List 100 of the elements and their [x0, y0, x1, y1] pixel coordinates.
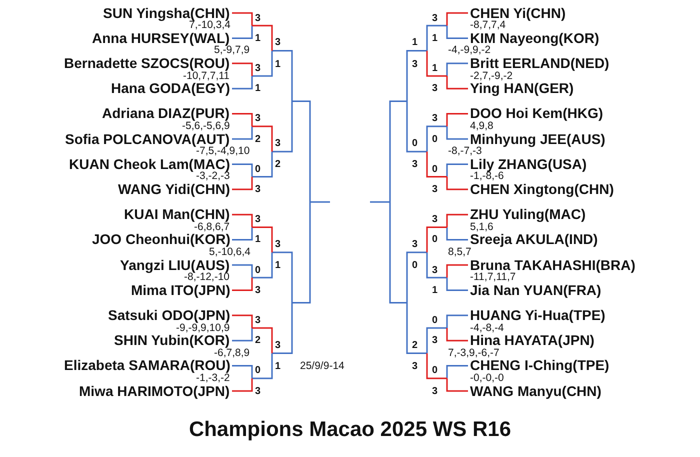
match-score: 3 [432, 264, 438, 276]
match-score: 3 [432, 113, 438, 124]
match-score: 3 [412, 159, 418, 170]
match-score: 0 [255, 264, 261, 276]
player-name: Bruna TAKAHASHI(BRA) [470, 258, 636, 272]
game-scores: 5,1,6 [470, 222, 494, 233]
game-scores: -4,-9,9,-2 [448, 45, 491, 56]
game-scores: -6,7,8,9 [214, 348, 250, 359]
player-name: SUN Yingsha(CHN) [103, 6, 230, 20]
player-name: WANG Manyu(CHN) [470, 384, 602, 398]
match-score: 0 [432, 234, 438, 246]
game-scores: -2,7,-9,-2 [470, 70, 513, 82]
player-name: WANG Yidi(CHN) [118, 182, 230, 197]
match-score: 3 [432, 83, 438, 94]
player-name: KUAN Cheok Lam(MAC) [69, 156, 230, 172]
match-score: 0 [432, 314, 438, 326]
game-scores: 5,-9,7,9 [214, 45, 250, 56]
game-scores: -5,6,-5,6,9 [182, 120, 230, 132]
match-score: 3 [432, 335, 438, 346]
player-name: KIM Nayeong(KOR) [470, 30, 600, 46]
match-score: 3 [275, 340, 281, 350]
match-score: 1 [255, 83, 261, 94]
title: Champions Macao 2025 WS R16 [188, 417, 512, 443]
player-name: Adriana DIAZ(PUR) [102, 106, 230, 122]
player-name: JOO Cheonhui(KOR) [92, 232, 230, 248]
game-scores: -4,-8,-4 [470, 322, 504, 334]
game-scores: 7,-10,3,4 [189, 20, 230, 32]
player-name: HUANG Yi-Hua(TPE) [470, 308, 606, 323]
player-name: Mima ITO(JPN) [131, 282, 230, 298]
game-scores: -8,7,7,4 [470, 20, 506, 32]
match-score: 1 [275, 58, 281, 70]
match-score: 3 [255, 314, 261, 326]
match-score: 0 [255, 164, 261, 175]
player-name: ZHU Yuling(MAC) [470, 207, 586, 222]
match-score: 1 [432, 32, 438, 44]
match-score: 2 [255, 335, 261, 346]
match-score: 3 [255, 113, 261, 124]
game-scores: 4,9,8 [470, 120, 494, 132]
player-name: Ying HAN(GER) [470, 81, 574, 96]
game-scores: 5,-10,6,4 [209, 246, 250, 258]
game-scores: -8,-7,-3 [448, 146, 482, 158]
player-name: Minhyung JEE(AUS) [470, 132, 606, 146]
player-name: Hana GODA(EGY) [111, 81, 230, 96]
game-scores: -8,-12,-10 [184, 272, 230, 284]
player-name: Satsuki ODO(JPN) [108, 308, 230, 323]
match-score: 1 [432, 284, 438, 296]
player-name: Sofia POLCANOVA(AUT) [65, 132, 230, 146]
match-score: 3 [255, 214, 261, 226]
match-score: 3 [255, 62, 261, 74]
game-scores: -3,-2,-3 [196, 171, 230, 182]
match-score: 0 [432, 164, 438, 175]
match-score: 0 [255, 365, 261, 376]
match-score: 3 [255, 284, 261, 296]
player-name: CHEN Xingtong(CHN) [470, 182, 614, 197]
game-scores: -1,-8,-6 [470, 171, 504, 182]
date-label: 25/9/9-14 [300, 360, 344, 372]
player-name: SHIN Yubin(KOR) [114, 333, 230, 348]
match-score: 3 [275, 138, 281, 149]
player-name: Miwa HARIMOTO(JPN) [79, 384, 230, 398]
player-name: Jia Nan YUAN(FRA) [470, 282, 602, 298]
match-score: 1 [275, 260, 281, 272]
match-score: 3 [255, 12, 261, 24]
match-score: 3 [412, 238, 418, 250]
game-scores: 7,-3,9,-6,-7 [448, 348, 500, 359]
match-score: 2 [275, 159, 281, 170]
game-scores: -10,7,7,11 [183, 70, 230, 82]
match-score: 3 [432, 386, 438, 396]
player-name: Bernadette SZOCS(ROU) [64, 56, 230, 71]
player-name: Yangzi LIU(AUS) [120, 258, 230, 272]
match-score: 2 [412, 340, 418, 350]
player-name: Elizabeta SAMARA(ROU) [64, 358, 230, 374]
match-score: 3 [255, 386, 261, 396]
match-score: 0 [432, 134, 438, 144]
match-score: 3 [432, 214, 438, 226]
match-score: 3 [412, 360, 418, 372]
match-score: 0 [432, 365, 438, 376]
player-name: CHENG I-Ching(TPE) [470, 358, 610, 374]
match-score: 2 [255, 134, 261, 144]
game-scores: -11,7,11,7 [470, 272, 516, 284]
game-scores: -1,-3,-2 [196, 372, 230, 384]
match-score: 3 [255, 184, 261, 195]
player-name: Lily ZHANG(USA) [470, 156, 587, 172]
match-score: 3 [412, 58, 418, 70]
match-score: 3 [432, 12, 438, 24]
match-score: 3 [275, 238, 281, 250]
player-name: Hina HAYATA(JPN) [470, 333, 594, 348]
match-score: 1 [412, 37, 418, 48]
player-name: CHEN Yi(CHN) [470, 6, 566, 20]
game-scores: -0,-0,-0 [470, 372, 504, 384]
game-scores: -9,-9,9,10,9 [176, 322, 230, 334]
match-score: 1 [275, 360, 281, 372]
game-scores: 8,5,7 [448, 246, 472, 258]
game-scores: -7,5,-4,9,10 [196, 146, 250, 158]
match-score: 1 [255, 234, 261, 246]
player-name: DOO Hoi Kem(HKG) [470, 106, 603, 122]
player-name: KUAI Man(CHN) [124, 207, 230, 222]
match-score: 0 [412, 138, 418, 149]
match-score: 1 [255, 32, 261, 44]
match-score: 1 [432, 62, 438, 74]
player-name: Anna HURSEY(WAL) [92, 30, 230, 46]
